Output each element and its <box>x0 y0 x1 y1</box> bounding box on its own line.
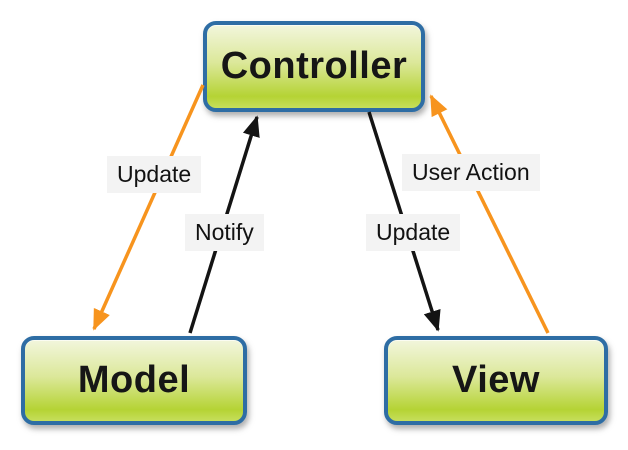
node-view: View <box>384 336 608 425</box>
node-model-label: Model <box>77 359 191 401</box>
edge-label-update-view: Update <box>366 214 461 252</box>
edge-label-notify: Notify <box>185 214 264 252</box>
node-controller: Controller <box>203 21 425 112</box>
arrow-update-controller-to-model <box>92 84 205 331</box>
edge-label-update-model: Update <box>107 156 202 194</box>
node-view-label: View <box>452 359 540 401</box>
node-model: Model <box>21 336 247 425</box>
node-controller-label: Controller <box>220 45 408 87</box>
edge-label-user-action: User Action <box>402 154 540 192</box>
